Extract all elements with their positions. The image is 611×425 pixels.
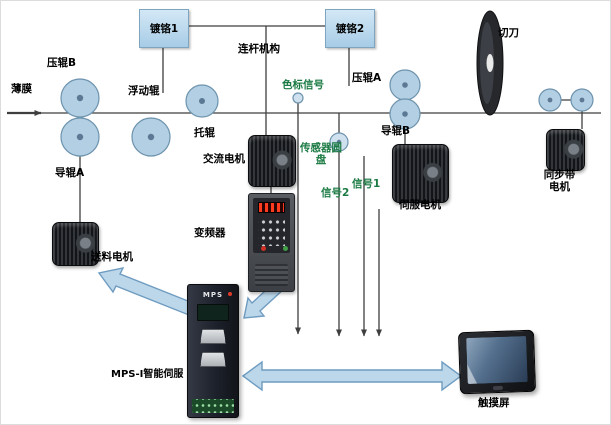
arrow-controller-touchscreen xyxy=(241,360,463,392)
sync-belt-motor-label: 同步带电机 xyxy=(543,169,576,194)
signal-1-label: 信号1 xyxy=(352,178,381,190)
vfd-keypad xyxy=(258,216,285,246)
linkage-label: 连杆机构 xyxy=(238,43,280,55)
sensor-disc-label: 传感器圆盘 xyxy=(300,142,342,167)
vfd-label: 变频器 xyxy=(194,227,226,239)
controller-logo: MPS xyxy=(202,291,224,299)
mps-controller-device: MPS xyxy=(187,284,239,418)
servo-motor-icon xyxy=(392,144,449,203)
press-roller-b-label: 压辊B xyxy=(47,57,77,69)
chrome-unit-1: 镀铬1 xyxy=(139,9,189,48)
ac-motor-icon xyxy=(248,135,296,187)
vfd-vents xyxy=(255,264,288,286)
arrow-controller-to-feed-motor xyxy=(97,267,199,318)
cutter-blade-icon xyxy=(476,10,504,116)
controller-terminal-block xyxy=(192,399,234,413)
touch-screen-label: 触摸屏 xyxy=(478,397,510,409)
cutter-label: 切刀 xyxy=(498,27,519,39)
sync-belt-motor-icon xyxy=(546,129,585,171)
controller-lcd xyxy=(197,304,229,321)
signal-2-label: 信号2 xyxy=(321,187,350,199)
chrome-1-label: 镀铬1 xyxy=(149,23,179,35)
film-label: 薄膜 xyxy=(11,83,32,95)
feed-motor-label: 送料电机 xyxy=(91,251,133,263)
chrome-2-label: 镀铬2 xyxy=(335,23,365,35)
touchscreen-home-button-icon xyxy=(492,385,503,391)
controller-dsub-port-icon xyxy=(200,329,226,344)
vfd-led-display xyxy=(258,202,285,213)
press-roller-a-label: 压辊A xyxy=(352,72,382,84)
chrome-unit-2: 镀铬2 xyxy=(325,9,375,48)
big-arrows xyxy=(97,267,463,392)
controller-status-led-icon xyxy=(228,292,232,296)
color-mark-signal-label: 色标信号 xyxy=(282,79,324,91)
mps-servo-label: MPS-I智能伺服 xyxy=(111,369,184,380)
vfd-run-button-icon xyxy=(283,246,288,251)
guide-roller-a-label: 导辊A xyxy=(55,167,85,179)
feed-motor-icon xyxy=(52,222,99,266)
vfd-device xyxy=(248,193,295,292)
roller-hubs xyxy=(76,82,585,145)
rollers xyxy=(60,69,594,157)
ac-motor-label: 交流电机 xyxy=(203,153,245,165)
controller-dsub-port-icon xyxy=(200,352,226,367)
connector-lines xyxy=(7,25,601,337)
vfd-panel xyxy=(253,198,290,253)
touchscreen-display xyxy=(466,335,528,385)
guide-roller-b-label: 导辊B xyxy=(381,125,411,137)
floating-roller-label: 浮动辊 xyxy=(128,85,160,97)
servo-motor-label: 伺服电机 xyxy=(399,199,441,211)
vfd-stop-button-icon xyxy=(261,246,266,251)
support-roller-label: 托辊 xyxy=(194,127,215,139)
touchscreen-device xyxy=(457,329,537,395)
color-mark-sensor-icon xyxy=(292,92,304,104)
